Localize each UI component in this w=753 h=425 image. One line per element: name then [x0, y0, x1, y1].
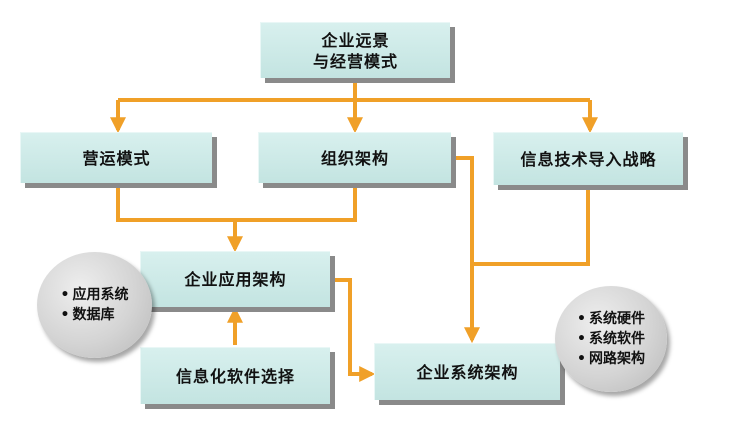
connector-it-to-system	[472, 185, 590, 266]
system-components-list: 系统硬件 系统软件 网路架构	[577, 309, 645, 369]
operating-model-label: 营运模式	[82, 148, 151, 168]
system-component-item: 网路架构	[577, 349, 645, 369]
system-component-item: 系统软件	[577, 329, 645, 349]
system-component-item: 系统硬件	[577, 309, 645, 329]
system-components-circle: 系统硬件 系统软件 网路架构	[555, 286, 667, 392]
vision-line1: 企业远景	[321, 30, 390, 50]
app-architecture-label: 企业应用架构	[184, 270, 287, 289]
connector-org-to-system	[451, 156, 480, 344]
software-selection-box: 信息化软件选择	[140, 347, 330, 404]
app-component-item: 应用系统	[61, 285, 128, 305]
software-selection-label: 信息化软件选择	[175, 366, 295, 386]
app-components-circle: 应用系统 数据库	[37, 252, 152, 358]
app-component-item: 数据库	[61, 305, 129, 325]
connector-app-to-system	[330, 278, 376, 382]
vision-box: 企业远景 与经营模式	[260, 22, 450, 78]
operating-model-box: 营运模式	[20, 132, 212, 183]
app-architecture-box: 企业应用架构	[140, 251, 330, 307]
vision-line2: 与经营模式	[312, 51, 398, 71]
system-architecture-label: 企业系统架构	[416, 362, 519, 382]
app-components-list: 应用系统 数据库	[61, 285, 129, 325]
system-architecture-box: 企业系统架构	[374, 343, 560, 400]
it-strategy-box: 信息技术导入战略	[493, 132, 683, 185]
org-structure-label: 组织架构	[320, 148, 389, 168]
connector-operating-model-down	[116, 183, 357, 222]
it-strategy-label: 信息技术导入战略	[520, 149, 657, 169]
org-structure-box: 组织架构	[258, 132, 451, 183]
